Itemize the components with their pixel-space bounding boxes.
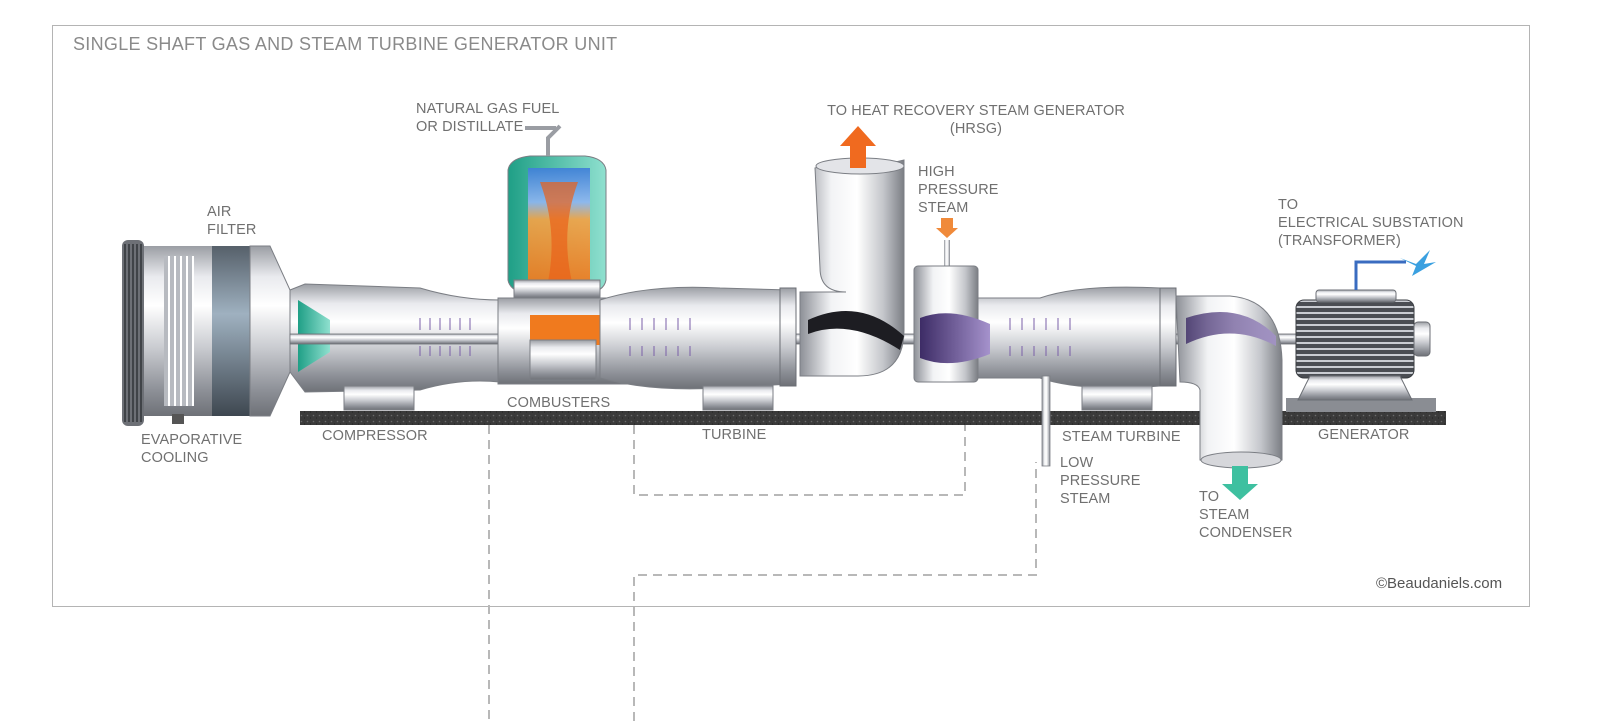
label-steam-condenser: TO STEAM CONDENSER (1199, 489, 1293, 541)
compressor-casing (289, 283, 501, 411)
hp-steam-inlet (936, 218, 958, 268)
hrsg-exhaust-duct (799, 157, 905, 377)
label-compressor: COMPRESSOR (322, 428, 428, 444)
label-steam-turbine: STEAM TURBINE (1062, 429, 1181, 445)
air-filter-assembly (122, 240, 291, 426)
label-electrical-substation: TO ELECTRICAL SUBSTATION (TRANSFORMER) (1278, 197, 1464, 249)
hrsg-arrow (840, 126, 876, 168)
label-high-pressure-steam: HIGH PRESSURE STEAM (918, 164, 999, 216)
steam-turbine-casing (913, 265, 1177, 467)
condenser-arrow (1222, 466, 1258, 500)
diagram-title: SINGLE SHAFT GAS AND STEAM TURBINE GENER… (73, 34, 618, 54)
label-fuel: NATURAL GAS FUEL OR DISTILLATE (416, 101, 560, 135)
label-evaporative-cooling: EVAPORATIVE COOLING (141, 432, 243, 466)
label-hrsg: TO HEAT RECOVERY STEAM GENERATOR (HRSG) (827, 103, 1125, 137)
base-plate (300, 411, 1446, 425)
condenser-duct (1175, 295, 1283, 469)
label-turbine: TURBINE (702, 427, 767, 443)
diagram-frame (52, 25, 1530, 607)
label-air-filter: AIR FILTER (207, 204, 257, 238)
gas-turbine-casing (599, 286, 797, 411)
generator (1286, 260, 1436, 412)
label-low-pressure-steam: LOW PRESSURE STEAM (1060, 455, 1141, 507)
dashed-leader-lines (488, 425, 1037, 721)
lightning-bolt-icon (1400, 250, 1436, 276)
label-generator: GENERATOR (1318, 427, 1410, 443)
copyright-text: ©Beaudaniels.com (1376, 575, 1503, 592)
label-combusters: COMBUSTERS (507, 395, 611, 411)
